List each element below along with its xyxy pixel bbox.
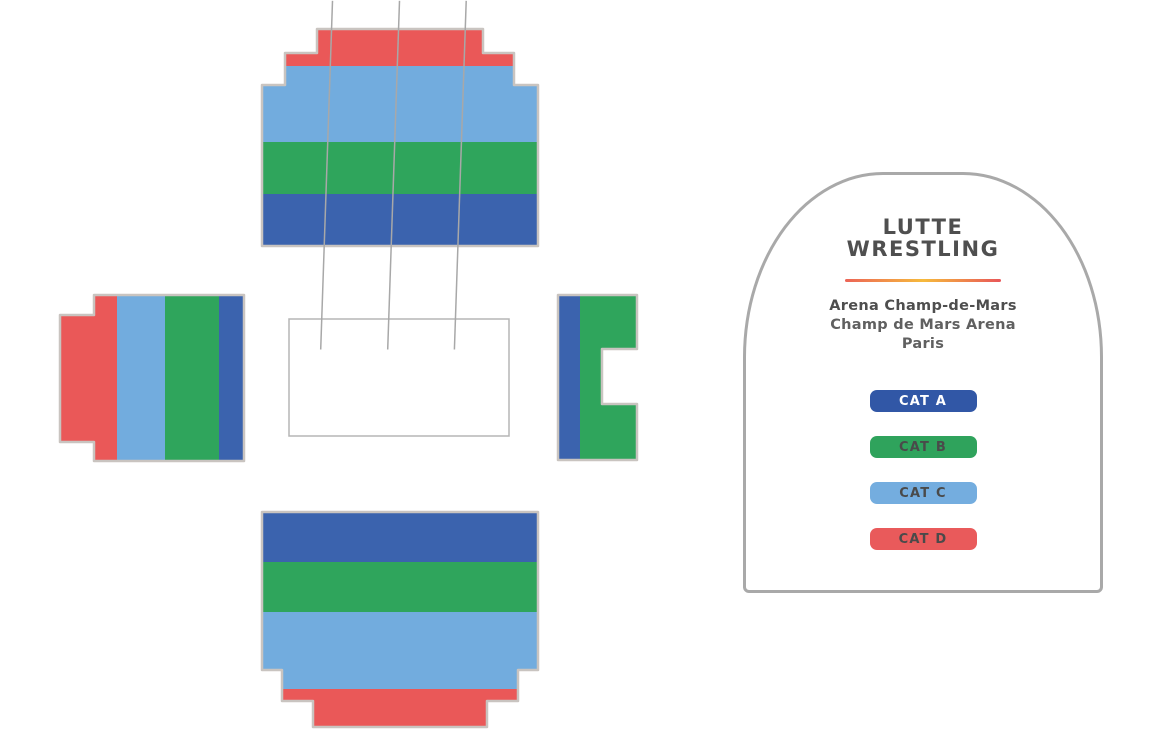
block-north-stand-outline <box>260 27 540 248</box>
section-north-stand-cat-a[interactable] <box>262 194 538 246</box>
block-east-stand-outline <box>556 293 639 462</box>
legend-pill-A[interactable]: CAT A <box>869 390 977 412</box>
block-east-stand <box>556 293 639 462</box>
wrestling-mat-octagon-2 <box>386 0 401 350</box>
venue-info: Arena Champ-de-Mars Champ de Mars Arena … <box>746 297 1100 354</box>
section-south-stand-cat-c[interactable] <box>262 612 538 689</box>
section-south-stand-cat-d[interactable] <box>262 689 538 727</box>
section-east-stand-cat-a[interactable] <box>558 295 580 460</box>
section-west-stand-cat-a[interactable] <box>219 295 244 461</box>
section-north-stand-cat-b[interactable] <box>262 142 538 194</box>
section-north-stand-cat-c[interactable] <box>262 66 538 142</box>
block-north-stand <box>260 27 540 248</box>
field-of-play <box>288 318 510 437</box>
wrestling-mat-octagon-3 <box>453 0 467 350</box>
legend-pill-D[interactable]: CAT D <box>869 528 977 550</box>
legend-pill-C-label: CAT C <box>899 485 947 501</box>
divider-gradient-line <box>845 279 1001 282</box>
section-south-stand-cat-b[interactable] <box>262 562 538 612</box>
event-title: LUTTE WRESTLING <box>746 216 1100 260</box>
section-west-stand-cat-c[interactable] <box>117 295 165 461</box>
event-title-fr: LUTTE <box>882 215 964 239</box>
section-south-stand-cat-a[interactable] <box>262 512 538 562</box>
event-title-en: WRESTLING <box>846 237 1000 261</box>
venue-name-en: Champ de Mars Arena <box>830 317 1016 333</box>
legend-pill-B-label: CAT B <box>899 439 947 455</box>
legend-pill-C[interactable]: CAT C <box>869 482 977 504</box>
venue-city: Paris <box>901 336 945 352</box>
wrestling-mat-octagon-1 <box>319 0 334 350</box>
block-south-stand <box>260 510 540 729</box>
legend-pill-A-label: CAT A <box>898 393 948 409</box>
legend-pill-B[interactable]: CAT B <box>869 436 977 458</box>
block-south-stand-outline <box>260 510 540 729</box>
section-east-stand-cat-b[interactable] <box>580 295 637 460</box>
section-west-stand-cat-b[interactable] <box>165 295 219 461</box>
section-west-stand-cat-d[interactable] <box>60 295 117 461</box>
section-north-stand-cat-d[interactable] <box>262 29 538 66</box>
legend-panel: LUTTE WRESTLING Arena Champ-de-Mars Cham… <box>743 172 1103 593</box>
stage-area <box>288 0 510 437</box>
category-legend: CAT A CAT B CAT C CAT D <box>746 390 1100 550</box>
legend-pill-D-label: CAT D <box>898 531 948 547</box>
block-west-stand-outline <box>58 293 246 463</box>
venue-name-fr: Arena Champ-de-Mars <box>829 298 1017 314</box>
block-west-stand <box>58 293 246 463</box>
